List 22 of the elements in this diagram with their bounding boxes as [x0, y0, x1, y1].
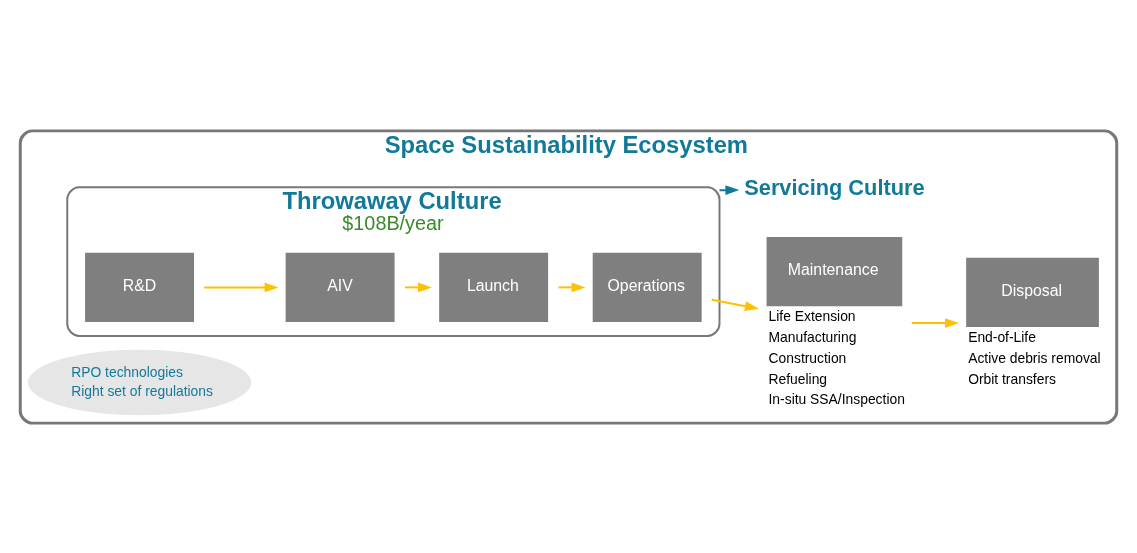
node-box: AIV [285, 252, 395, 322]
node-text: Servicing Culture [744, 174, 925, 200]
node-box: Maintenance [766, 236, 903, 306]
arrow [718, 184, 740, 195]
node-label: Orbit transfers [968, 370, 1056, 387]
node-box: R&D [85, 252, 195, 322]
node-label: In-situ SSA/Inspection [768, 390, 905, 407]
arrow [910, 317, 959, 328]
node-label: Manufacturing [768, 328, 857, 345]
arrow [403, 282, 432, 292]
node-label: End-of-Life [968, 328, 1036, 345]
node-label: Refueling [768, 370, 828, 387]
node-label: Active debris removal [968, 349, 1101, 366]
node-box: Operations [592, 252, 702, 322]
node-ellipse: RPO technologies Right set of regulations [27, 349, 252, 415]
arrow [710, 298, 759, 311]
arrow [557, 282, 586, 292]
node-label: Construction [768, 349, 847, 366]
node-box: Disposal [966, 257, 1099, 327]
node-box: Launch [439, 252, 549, 322]
node-label: Life Extension [768, 307, 856, 324]
arrow [203, 282, 279, 292]
